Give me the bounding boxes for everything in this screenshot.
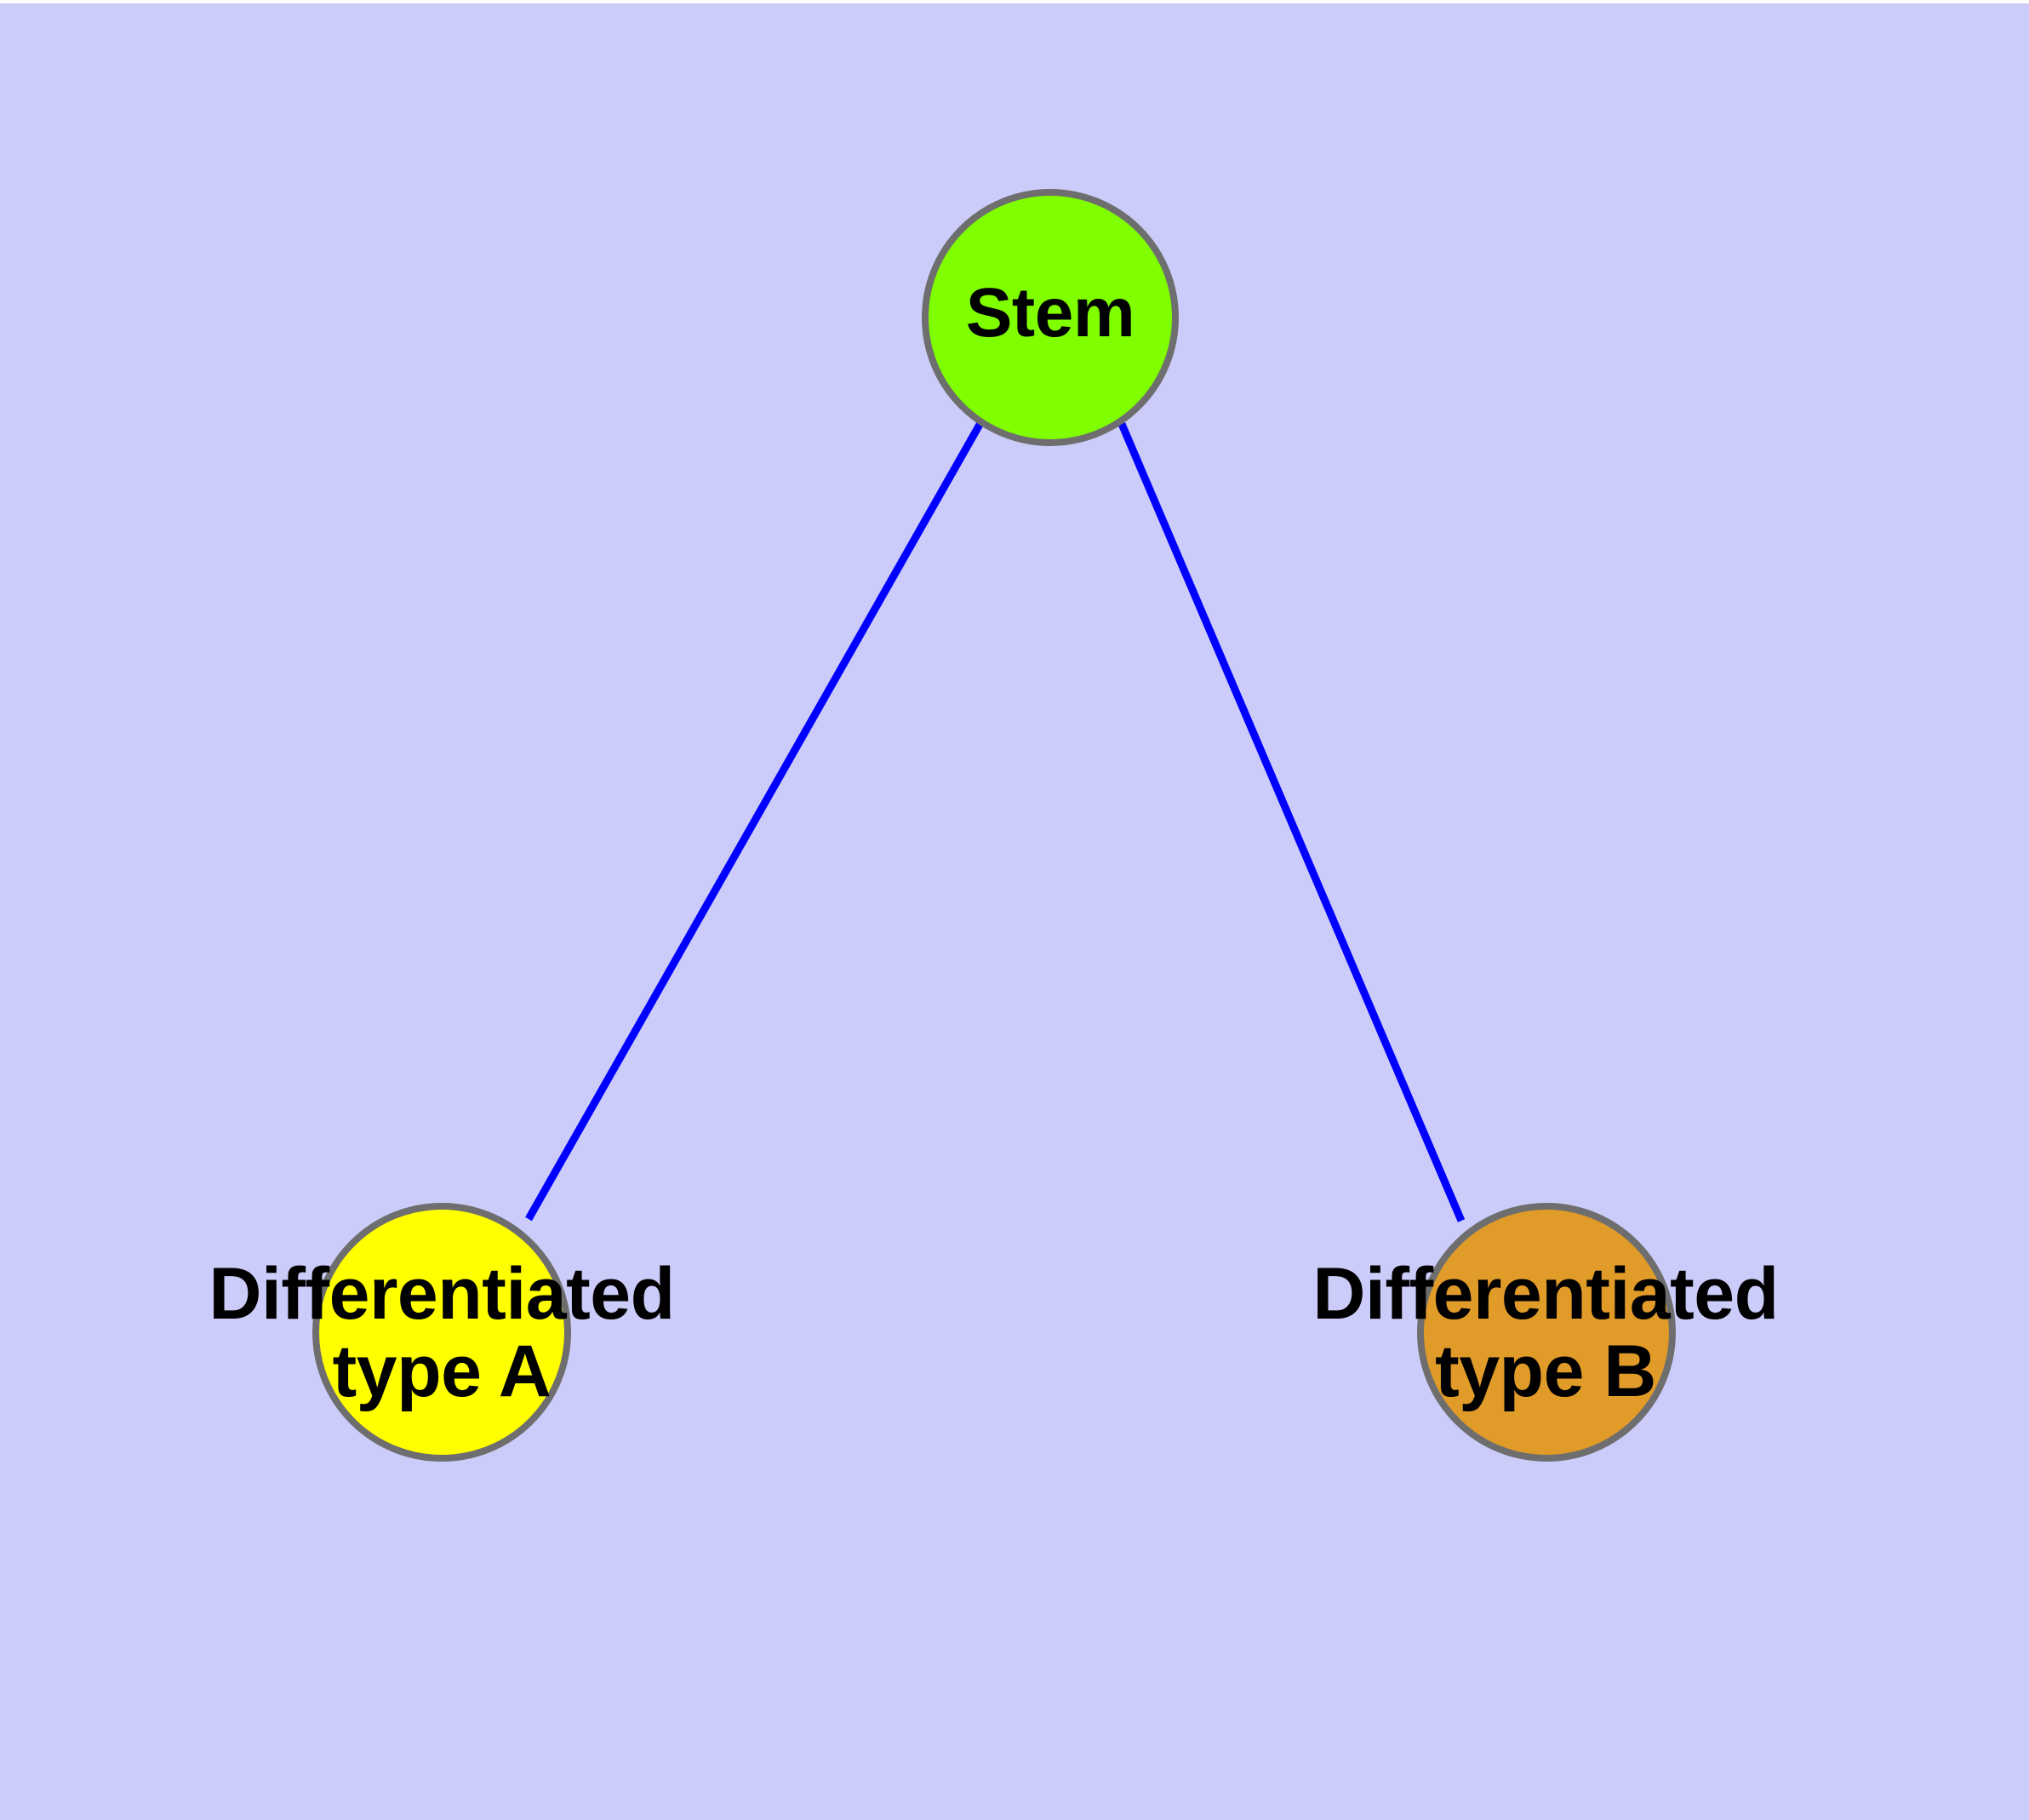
edge-layer (525, 421, 1466, 1222)
edge-stem-to-differentiated-type-b[interactable] (1117, 422, 1466, 1222)
node-differentiated-type-b[interactable] (1417, 1203, 1676, 1462)
node-differentiated-type-a[interactable] (312, 1203, 571, 1462)
edge-stem-to-differentiated-type-a[interactable] (525, 421, 984, 1222)
node-stem[interactable] (922, 189, 1179, 446)
node-layer (312, 189, 1676, 1462)
